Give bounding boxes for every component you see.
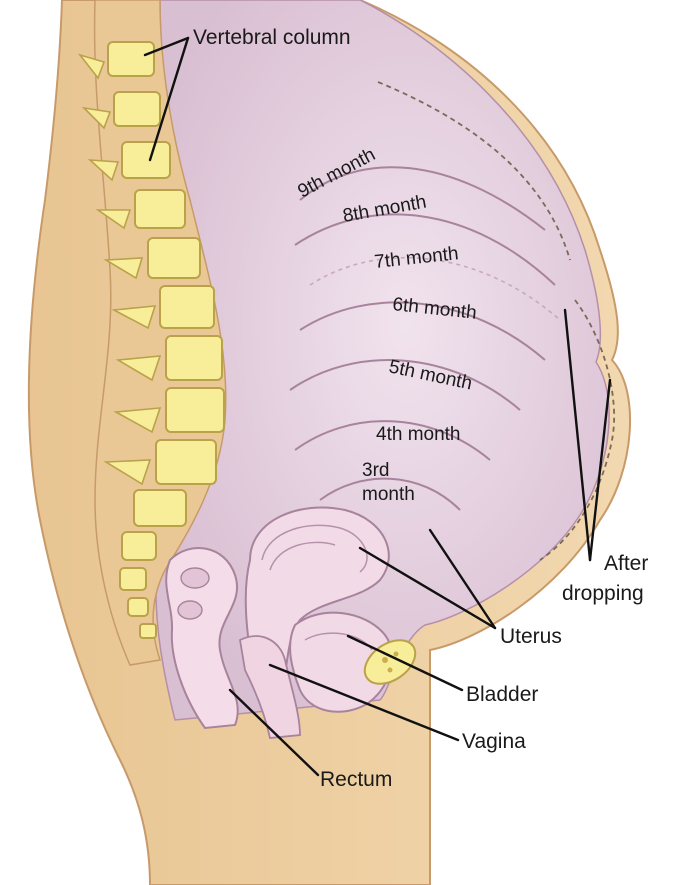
vertebra-icon xyxy=(165,335,223,381)
pelvic-organs xyxy=(165,506,417,739)
leader-lines xyxy=(143,36,612,777)
month-label-3-line2: month xyxy=(362,484,415,505)
vertebra-icon xyxy=(121,141,171,179)
vertebra-icon xyxy=(107,41,155,77)
label-vertebral-column: Vertebral column xyxy=(193,26,351,49)
vertebra-icon xyxy=(127,597,149,617)
vertebra-icon xyxy=(134,189,186,229)
vertebra-icon xyxy=(113,91,161,127)
month-label-3-line1: 3rd xyxy=(362,460,389,481)
vertebra-icon xyxy=(165,387,225,433)
vertebra-icon xyxy=(147,237,201,279)
vertebra-icon xyxy=(159,285,215,329)
label-vagina: Vagina xyxy=(462,730,526,753)
label-bladder: Bladder xyxy=(466,683,538,706)
vertebra-icon xyxy=(133,489,187,527)
vertebra-icon xyxy=(139,623,157,639)
anatomy-labels: Vertebral column After dropping Uterus B… xyxy=(193,26,648,791)
vertebrae-group xyxy=(77,41,225,639)
vertebra-icon xyxy=(155,439,217,485)
vertebra-icon xyxy=(121,531,157,561)
label-after-dropping-2: dropping xyxy=(562,582,644,605)
label-rectum: Rectum xyxy=(320,768,392,791)
month-label-4: 4th month xyxy=(376,424,461,445)
fundal-height-curves xyxy=(289,81,615,561)
vagina-shape xyxy=(239,635,301,739)
label-uterus: Uterus xyxy=(500,625,562,648)
vertebra-icon xyxy=(119,567,147,591)
label-after-dropping-1: After xyxy=(604,552,648,575)
